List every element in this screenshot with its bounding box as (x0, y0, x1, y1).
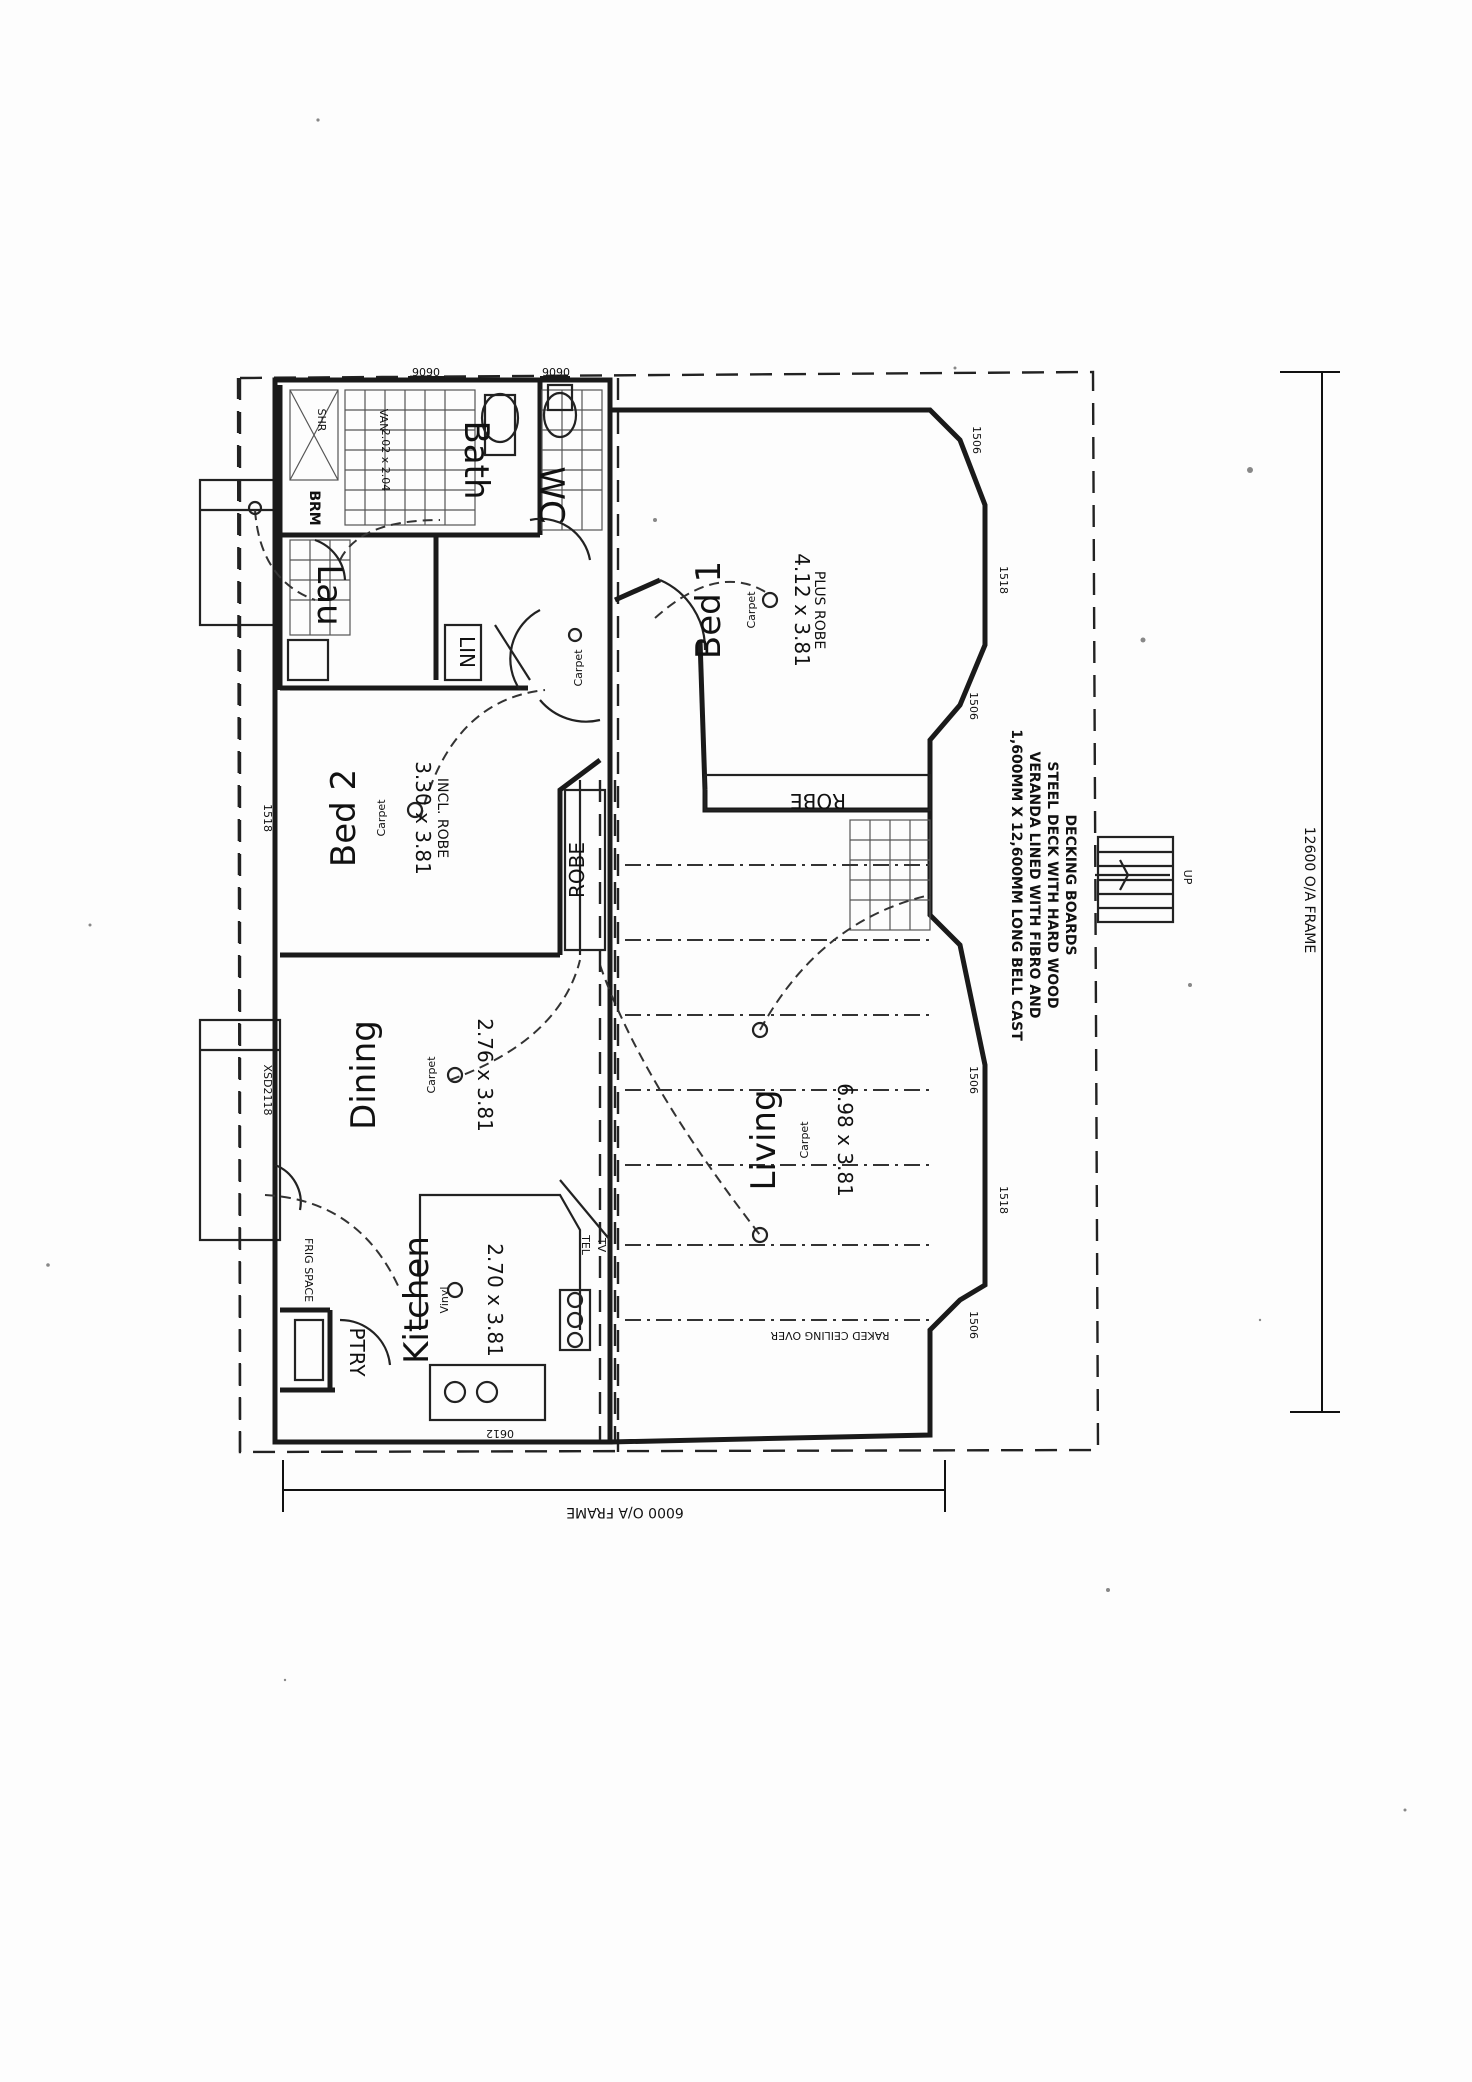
front-stair: UP (1095, 835, 1194, 924)
room-living: Living Carpet 6.98 x 3.81 (744, 1083, 857, 1197)
electrical-arcs (247, 500, 931, 1299)
robe-bed2-label: ROBE (565, 842, 589, 898)
window-label-bed1-mid: 1518 (997, 566, 1010, 594)
veranda-outline (236, 370, 1100, 1454)
room-dining: Dining Carpet 2.76 x 3.81 (344, 1018, 497, 1132)
bed2-note: INCL. ROBE (434, 778, 450, 858)
window-markers (273, 376, 987, 1444)
kitchen-tv-label: TV (595, 1237, 608, 1253)
raked-ceiling-lines (598, 780, 930, 1440)
veranda-note-line4: DECKING BOARDS (1062, 814, 1078, 955)
hall-floor-label: Carpet (572, 649, 585, 687)
scan-specks (46, 118, 1407, 1812)
width-dimension-label: 6000 O/A FRAME (566, 1504, 684, 1520)
lau-name: Lau (309, 564, 349, 625)
kitchen-tel-label: TEL (579, 1234, 592, 1256)
lin-name: LIN (455, 636, 479, 668)
kitchen-name: Kitchen (397, 1236, 437, 1364)
veranda-note-line3: STEEL DECK WITH HARD WOOD (1044, 761, 1060, 1008)
shower-label: SHR (315, 409, 328, 432)
room-bed2: Bed 2 Carpet 3.30 x 3.81 INCL. ROBE (324, 761, 450, 875)
dining-floor: Carpet (425, 1056, 438, 1094)
raked-ceiling-note: RAKED CEILING OVER (770, 1329, 889, 1342)
living-size: 6.98 x 3.81 (833, 1083, 857, 1197)
dining-size: 2.76 x 3.81 (473, 1018, 497, 1132)
robe-bed1-label: ROBE (790, 789, 846, 813)
vanity-label: VAN (377, 409, 390, 432)
window-label-wc: 0606 (542, 365, 570, 378)
living-name: Living (744, 1089, 784, 1190)
window-label-bed1-bot: 1506 (967, 692, 980, 720)
veranda-note-line2: VERANDA LINED WITH FIBRO AND (1026, 752, 1042, 1019)
bed1-note: PLUS ROBE (811, 571, 827, 649)
window-label-living-top: 1506 (967, 1066, 980, 1094)
room-kitchen: Kitchen Vinyl 2.70 x 3.81 (397, 1236, 507, 1364)
fridge-label: FRIG SPACE (302, 1238, 315, 1302)
dimension-width: 6000 O/A FRAME (282, 1460, 946, 1520)
room-bed1: Bed 1 Carpet 4.12 x 3.81 PLUS ROBE (689, 553, 827, 667)
interior-walls (277, 380, 930, 1393)
bath-size: 2.02 x 2.04 (379, 429, 392, 492)
kitchen-floor: Vinyl (438, 1287, 451, 1314)
kitchen-size: 2.70 x 3.81 (483, 1243, 507, 1357)
wc-name: WC (531, 466, 571, 523)
window-label-bed1-top: 1506 (970, 426, 983, 454)
window-label-living-mid: 1518 (997, 1186, 1010, 1214)
bed1-name: Bed 1 (689, 561, 729, 659)
bed2-size: 3.30 x 3.81 (411, 761, 435, 875)
ptry-label: PTRY (345, 1327, 369, 1377)
stair-up-label: UP (1181, 870, 1194, 885)
bed2-name: Bed 2 (324, 769, 364, 867)
door-swings (274, 517, 707, 1366)
window-label-bath: 0606 (412, 365, 440, 378)
exterior-walls (272, 377, 988, 1445)
bed2-floor: Carpet (375, 799, 388, 837)
bed1-floor: Carpet (745, 591, 758, 629)
veranda-note-line1: 1,600MM X 12,600MM LONG BELL CAST (1008, 729, 1024, 1041)
bath-name: Bath (456, 420, 496, 499)
living-floor: Carpet (798, 1121, 811, 1159)
veranda-note: 1,600MM X 12,600MM LONG BELL CAST VERAND… (1008, 729, 1078, 1041)
length-dimension-label: 12600 O/A FRAME (1301, 827, 1317, 953)
room-bath: Bath 2.02 x 2.04 (379, 420, 496, 499)
bed1-size: 4.12 x 3.81 (790, 553, 814, 667)
dimension-length: 12600 O/A FRAME (1280, 371, 1340, 1413)
fixtures (286, 383, 932, 1422)
window-label-kitchen: 0612 (486, 1427, 514, 1440)
brm-name: BRM (306, 490, 322, 525)
window-label-dining-door: XSD2118 (261, 1065, 274, 1116)
window-label-living-bot: 1506 (967, 1311, 980, 1339)
dining-name: Dining (344, 1020, 384, 1130)
window-label-bed2: 1518 (261, 804, 274, 832)
